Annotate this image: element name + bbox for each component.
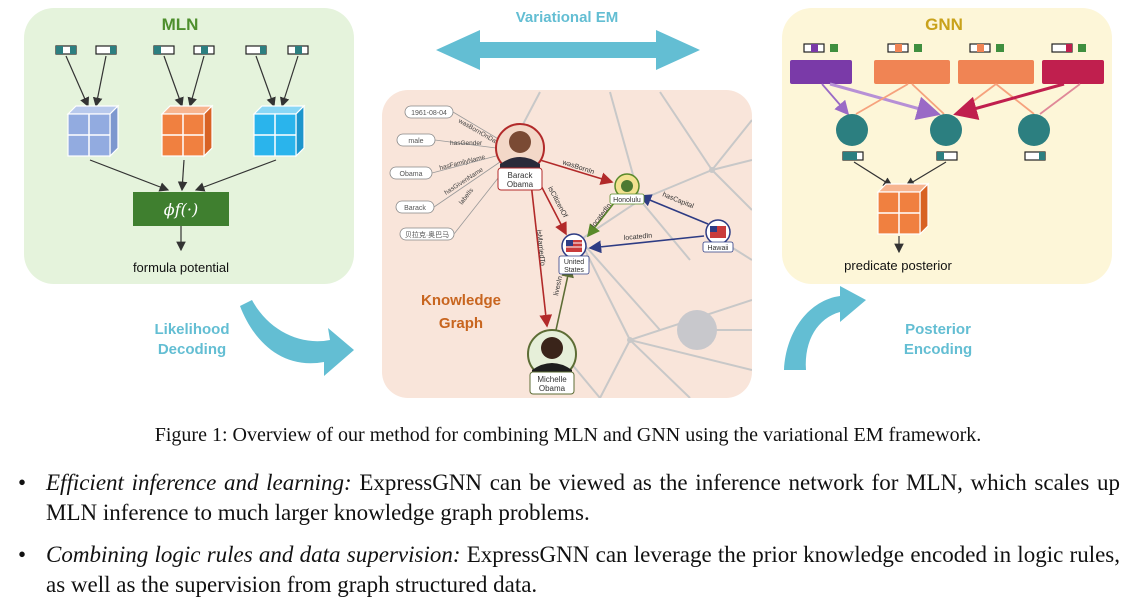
overview-figure: MLN: [24, 8, 1112, 398]
bullet-list: • Efficient inference and learning: Expr…: [16, 468, 1120, 612]
bullet-dot: •: [18, 542, 27, 567]
mln-cube-orange: [160, 104, 214, 158]
node-barack-obama: Barack Obama: [495, 123, 545, 191]
svg-text:States: States: [564, 267, 584, 274]
svg-text:Barack: Barack: [508, 171, 534, 180]
knowledge-graph-panel: 1961-08-04 male Obama Barack 贝拉克·奥巴马 was…: [382, 90, 752, 398]
svg-text:贝拉克·奥巴马: 贝拉克·奥巴马: [405, 230, 449, 239]
likelihood-decoding: Likelihood Decoding: [155, 300, 354, 376]
gnn-predicate-orange-2: [958, 60, 1034, 84]
variational-em-arrow: Variational EM: [436, 9, 700, 70]
svg-text:Hawaii: Hawaii: [707, 245, 728, 252]
decoding-label: Decoding: [158, 341, 226, 358]
gnn-title: GNN: [925, 15, 963, 34]
svg-text:United: United: [564, 259, 584, 266]
svg-text:hasGender: hasGender: [450, 140, 483, 147]
mln-cube-blue: [66, 104, 120, 158]
gnn-predicate-crimson: [1042, 60, 1104, 84]
svg-text:male: male: [408, 138, 423, 145]
gnn-cube: [876, 182, 930, 236]
potential-box: [133, 192, 229, 226]
formula-potential-label: formula potential: [133, 260, 229, 275]
potential-symbol: ϕf(·): [164, 200, 198, 219]
likelihood-label: Likelihood: [155, 321, 230, 338]
posterior-encoding: Posterior Encoding: [784, 286, 972, 370]
encoding-label: Encoding: [904, 341, 972, 358]
mln-input-triples: [55, 45, 309, 55]
mln-panel: MLN: [24, 8, 354, 284]
svg-text:Obama: Obama: [507, 180, 534, 189]
svg-text:locatedIn: locatedIn: [624, 233, 653, 242]
node-hawaii: Hawaii: [702, 219, 734, 253]
predicate-posterior-label: predicate posterior: [844, 258, 952, 273]
gnn-input-triples: [803, 43, 1086, 53]
gnn-predicate-orange-1: [874, 60, 950, 84]
node-michelle-obama: Michelle Obama: [527, 329, 577, 395]
bullet-dot: •: [18, 470, 27, 495]
node-united-states: United States: [558, 233, 590, 275]
svg-text:1961-08-04: 1961-08-04: [411, 110, 447, 117]
svg-text:Michelle: Michelle: [537, 375, 567, 384]
bullet-lead: Efficient inference and learning:: [46, 470, 352, 495]
svg-text:Obama: Obama: [539, 384, 566, 393]
bullet-lead: Combining logic rules and data supervisi…: [46, 542, 461, 567]
svg-text:Honolulu: Honolulu: [613, 197, 641, 204]
kg-title-line1: Knowledge: [421, 292, 501, 309]
background-graph-edges: [519, 91, 752, 398]
gnn-predicate-purple: [790, 60, 852, 84]
mln-title: MLN: [162, 15, 199, 34]
svg-text:Barack: Barack: [404, 205, 426, 212]
svg-text:livesIn: livesIn: [553, 275, 564, 296]
gnn-node-1: [836, 114, 868, 146]
figure-caption: Figure 1: Overview of our method for com…: [154, 424, 982, 446]
gnn-node-2: [930, 114, 962, 146]
attribute-boxes: 1961-08-04 male Obama Barack 贝拉克·奥巴马: [389, 105, 455, 241]
posterior-label: Posterior: [905, 321, 971, 338]
svg-text:Obama: Obama: [400, 171, 423, 178]
bullet-text: ExpressGNN can leverage the prior knowle…: [46, 542, 1120, 597]
gnn-panel: GNN: [782, 8, 1112, 284]
variational-em-label: Variational EM: [516, 9, 619, 26]
bullet-item: • Combining logic rules and data supervi…: [16, 540, 1120, 600]
svg-text:isMarriedTo: isMarriedTo: [535, 229, 546, 266]
placeholder-node: [677, 310, 717, 350]
bullet-item: • Efficient inference and learning: Expr…: [16, 468, 1120, 528]
kg-title-line2: Graph: [439, 315, 483, 332]
gnn-node-3: [1018, 114, 1050, 146]
node-honolulu: Honolulu: [609, 173, 645, 205]
bullet-text: ExpressGNN can be viewed as the inferenc…: [46, 470, 1120, 525]
mln-cube-cyan: [252, 104, 306, 158]
